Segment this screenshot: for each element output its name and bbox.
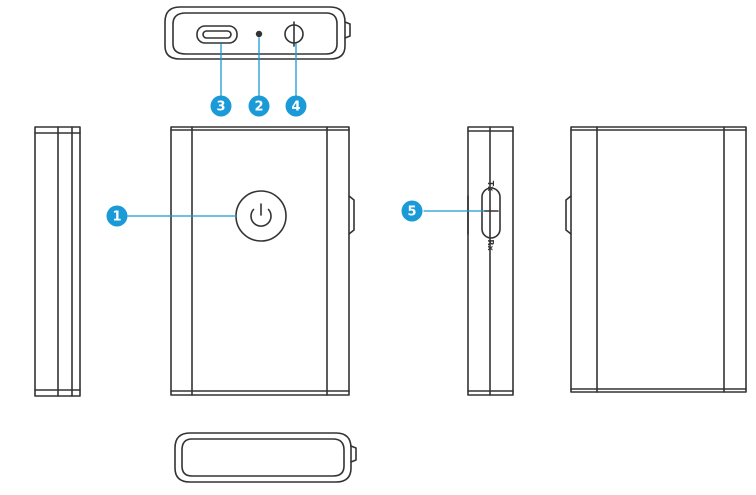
leader-lines [127, 37, 485, 217]
bottom-view-inner-edge [181, 438, 345, 477]
switch-rx-label: Rx [486, 239, 495, 251]
bottom-view-clip [350, 445, 357, 463]
rx-tx-switch [481, 187, 501, 239]
back-view-body [570, 126, 747, 393]
top-view [164, 6, 351, 60]
power-button [235, 190, 287, 242]
right-side-view [467, 126, 514, 396]
back-view-switch-nub [565, 195, 572, 235]
front-view-switch-nub [348, 195, 355, 235]
bottom-view [174, 432, 357, 483]
back-view [565, 126, 747, 393]
svg-text:2: 2 [254, 100, 263, 115]
callout-2: 2 [248, 95, 270, 117]
power-icon [250, 203, 272, 227]
top-view-clip [344, 21, 351, 39]
indicator-led [255, 30, 263, 38]
callout-4: 4 [285, 95, 307, 117]
switch-tx-label: Tx [486, 181, 495, 192]
svg-text:5: 5 [407, 205, 416, 220]
callout-3: 3 [210, 95, 232, 117]
audio-jack [284, 21, 304, 47]
svg-text:1: 1 [112, 210, 121, 225]
svg-text:4: 4 [291, 100, 300, 115]
front-view-body [170, 126, 350, 396]
callout-1: 1 [106, 205, 128, 227]
front-view [170, 126, 355, 396]
left-side-view [34, 126, 81, 397]
callout-5: 5 [401, 200, 423, 222]
micro-usb-port [196, 25, 238, 44]
svg-text:3: 3 [216, 100, 225, 115]
bottom-view-body [174, 432, 352, 483]
top-view-body [164, 6, 346, 60]
top-view-inner-edge [172, 12, 338, 55]
